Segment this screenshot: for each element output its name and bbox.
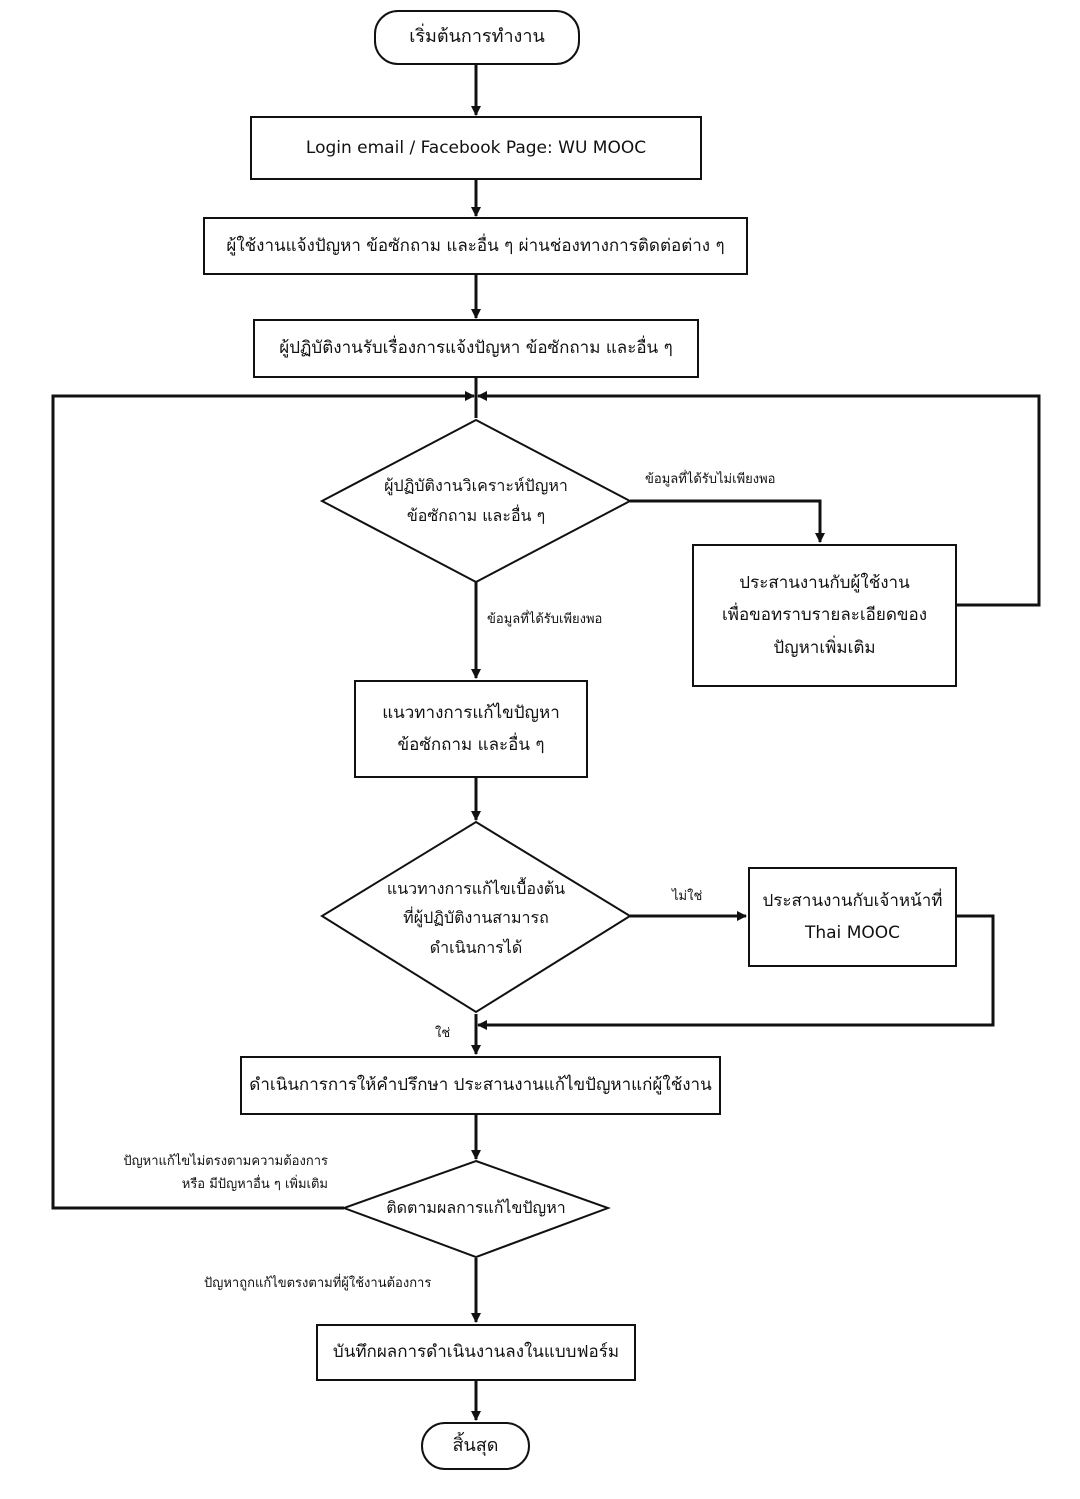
record-label: บันทึกผลการดำเนินงานลงในแบบฟอร์ม — [332, 1342, 620, 1363]
coordinate-user-line-2: เพื่อขอทราบรายละเอียดของ — [721, 605, 928, 626]
initial-check-line-3: ดำเนินการได้ — [429, 937, 523, 957]
decision-follow-up — [341, 1159, 611, 1259]
label-insufficient: ข้อมูลที่ได้รับไม่เพียงพอ — [645, 472, 776, 487]
initial-check-line-1: แนวทางการแก้ไขเบื้องต้น — [386, 878, 566, 898]
label-sufficient: ข้อมูลที่ได้รับเพียงพอ — [487, 612, 603, 627]
follow-up-label: ติดตามผลการแก้ไขปัญหา — [386, 1198, 566, 1218]
login-label: Login email / Facebook Page: WU MOOC — [305, 137, 647, 158]
label-resolved: ปัญหาถูกแก้ไขตรงตามที่ผู้ใช้งานต้องการ — [204, 1276, 432, 1291]
coordinate-staff-box: ประสานงานกับเจ้าหน้าที่ Thai MOOC — [748, 867, 957, 967]
analyze-text: ผู้ปฏิบัติงานวิเคราะห์ปัญหา ข้อซักถาม แล… — [352, 460, 600, 542]
arrow-analyze-coordinate-user — [630, 499, 825, 543]
label-no: ไม่ใช่ — [672, 889, 703, 904]
decision-initial-check — [320, 820, 632, 1014]
coordinate-user-box: ประสานงานกับผู้ใช้งาน เพื่อขอทราบรายละเอ… — [692, 544, 957, 687]
report-box: ผู้ใช้งานแจ้งปัญหา ข้อซักถาม และอื่น ๆ ผ… — [203, 217, 748, 275]
solution-line-2: ข้อซักถาม และอื่น ๆ — [397, 735, 545, 755]
initial-check-text: แนวทางการแก้ไขเบื้องต้น ที่ผู้ปฏิบัติงาน… — [362, 870, 590, 966]
coordinate-user-line-3: ปัญหาเพิ่มเติม — [773, 637, 876, 658]
label-not-resolved: ปัญหาแก้ไขไม่ตรงตามความต้องการ หรือ มีปั… — [100, 1150, 328, 1197]
start-label: เริ่มต้นการทำงาน — [409, 26, 545, 48]
consult-label: ดำเนินการการให้คำปรึกษา ประสานงานแก้ไขปั… — [249, 1075, 712, 1096]
analyze-line-2: ข้อซักถาม และอื่น ๆ — [406, 506, 546, 525]
follow-up-text: ติดตามผลการแก้ไขปัญหา — [374, 1190, 578, 1226]
consult-box: ดำเนินการการให้คำปรึกษา ประสานงานแก้ไขปั… — [240, 1056, 721, 1115]
solution-line-1: แนวทางการแก้ไขปัญหา — [382, 702, 560, 723]
end-label: สิ้นสุด — [452, 1434, 499, 1456]
coordinate-staff-line-1: ประสานงานกับเจ้าหน้าที่ — [762, 890, 943, 911]
start-terminal: เริ่มต้นการทำงาน — [374, 10, 580, 65]
receive-label: ผู้ปฏิบัติงานรับเรื่องการแจ้งปัญหา ข้อซั… — [279, 338, 673, 359]
label-not-resolved-line-2: หรือ มีปัญหาอื่น ๆ เพิ่มเติม — [181, 1177, 328, 1193]
arrow-coordinate-user-loop — [477, 391, 1041, 607]
record-box: บันทึกผลการดำเนินงานลงในแบบฟอร์ม — [316, 1324, 636, 1381]
login-box: Login email / Facebook Page: WU MOOC — [250, 116, 702, 180]
arrow-coordinate-staff-return — [477, 914, 995, 1030]
solution-box: แนวทางการแก้ไขปัญหา ข้อซักถาม และอื่น ๆ — [354, 680, 588, 778]
label-yes: ใช่ — [435, 1026, 451, 1041]
receive-box: ผู้ปฏิบัติงานรับเรื่องการแจ้งปัญหา ข้อซั… — [253, 319, 699, 378]
initial-check-line-2: ที่ผู้ปฏิบัติงานสามารถ — [403, 908, 549, 928]
end-terminal: สิ้นสุด — [421, 1422, 530, 1470]
analyze-line-1: ผู้ปฏิบัติงานวิเคราะห์ปัญหา — [384, 476, 568, 496]
coordinate-user-line-1: ประสานงานกับผู้ใช้งาน — [739, 573, 910, 594]
report-label: ผู้ใช้งานแจ้งปัญหา ข้อซักถาม และอื่น ๆ ผ… — [226, 235, 725, 256]
decision-analyze — [319, 418, 633, 584]
arrow-followup-loop — [51, 391, 475, 1210]
coordinate-staff-line-2: Thai MOOC — [804, 923, 900, 943]
label-not-resolved-line-1: ปัญหาแก้ไขไม่ตรงตามความต้องการ — [123, 1154, 328, 1169]
